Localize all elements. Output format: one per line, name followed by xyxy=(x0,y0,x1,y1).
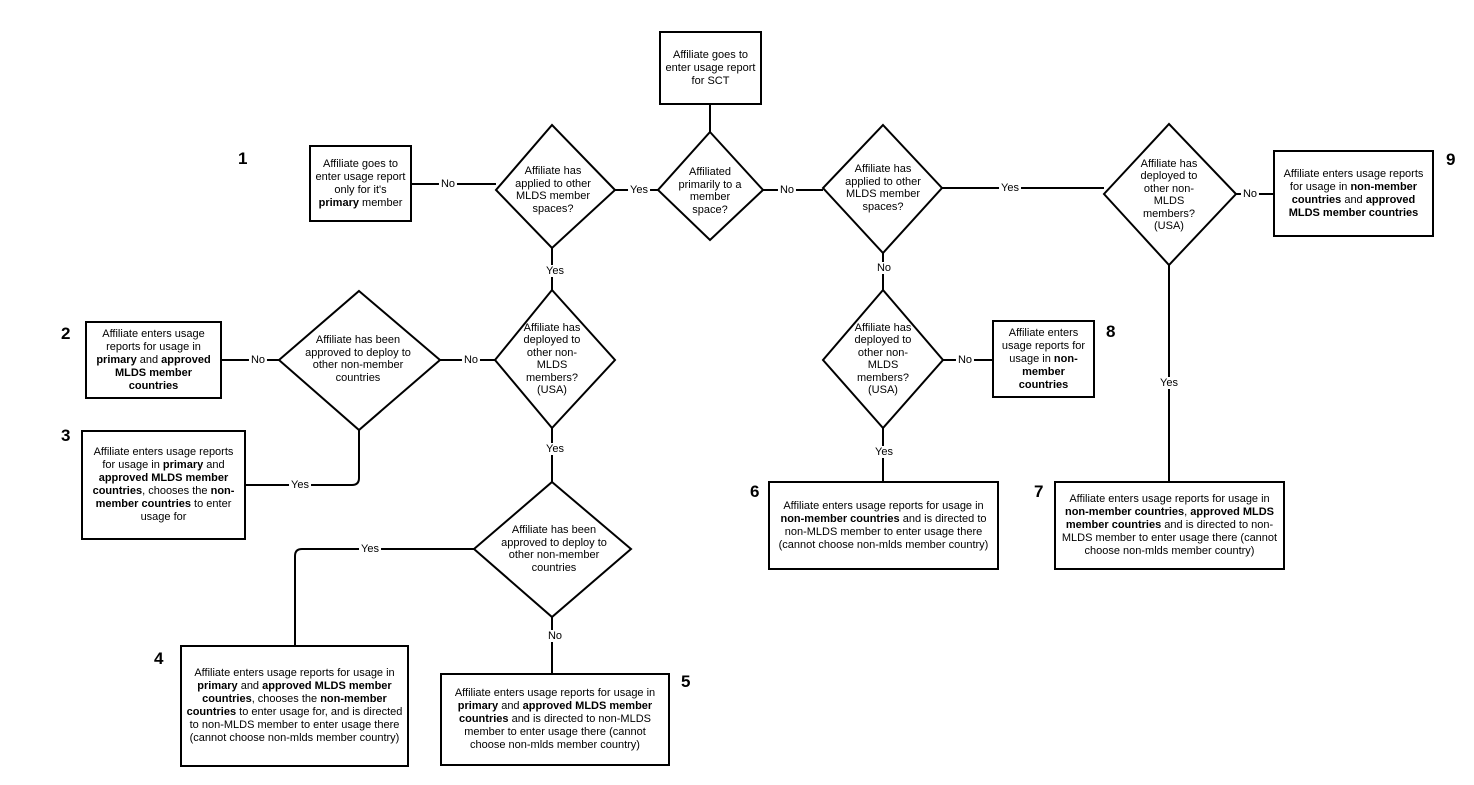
decision-diamond-approved-left xyxy=(277,289,442,432)
outcome-number-6: 6 xyxy=(750,482,760,501)
edge-label-yes: Yes xyxy=(999,182,1021,194)
outcome-box-9: Affiliate enters usage reports for usage… xyxy=(1273,150,1434,237)
decision-approved-left-text: Affiliate has been approved to deploy to… xyxy=(305,334,411,384)
decision-diamond-deployed-mid xyxy=(821,288,945,430)
outcome-number-5: 5 xyxy=(681,672,691,691)
edge-label-no: No xyxy=(461,354,481,366)
edge-label-yes: Yes xyxy=(544,443,566,455)
decision-deployed-left-text: Affiliate has deployed to other non- MLD… xyxy=(523,321,581,397)
start-box: Affiliate goes to enter usage report for… xyxy=(659,31,762,105)
outcome-text-3: Affiliate enters usage reports for usage… xyxy=(92,446,235,523)
outcome-number-4: 4 xyxy=(154,649,164,668)
outcome-text-7: Affiliate enters usage reports for usage… xyxy=(1061,493,1278,557)
decision-diamond-deployed-right xyxy=(1102,122,1238,267)
edge-label-no: No xyxy=(874,262,894,274)
decision-primary-member-text: Affiliated primarily to a member space? xyxy=(678,166,742,216)
decision-approved-bottom-text: Affiliate has been approved to deploy to… xyxy=(501,524,607,574)
decision-diamond-applied-left xyxy=(494,123,617,250)
outcome-text-1: Affiliate goes to enter usage report onl… xyxy=(315,157,406,209)
outcome-box-8: Affiliate enters usage reports for usage… xyxy=(992,320,1095,398)
edge-label-yes: Yes xyxy=(544,265,566,277)
outcome-box-5: Affiliate enters usage reports for usage… xyxy=(440,673,670,766)
decision-diamond-approved-bottom xyxy=(472,480,633,619)
decision-deployed-right-text: Affiliate has deployed to other non- MLD… xyxy=(1140,157,1198,233)
edge-label-yes: Yes xyxy=(359,543,381,555)
outcome-text-5: Affiliate enters usage reports for usage… xyxy=(454,687,656,751)
edge-label-no: No xyxy=(955,354,975,366)
outcome-text-6: Affiliate enters usage reports for usage… xyxy=(778,499,989,551)
outcome-number-7: 7 xyxy=(1034,482,1044,501)
outcome-box-2: Affiliate enters usage reports for usage… xyxy=(85,321,222,399)
outcome-box-1: Affiliate goes to enter usage report onl… xyxy=(309,145,412,222)
outcome-number-2: 2 xyxy=(61,324,71,343)
edge-label-yes: Yes xyxy=(628,184,650,196)
edge-label-no: No xyxy=(545,630,565,642)
edge-label-yes: Yes xyxy=(1158,377,1180,389)
outcome-number-3: 3 xyxy=(61,426,71,445)
decision-deployed-mid-text: Affiliate has deployed to other non- MLD… xyxy=(854,321,912,397)
outcome-text-2: Affiliate enters usage reports for usage… xyxy=(96,327,211,392)
outcome-box-7: Affiliate enters usage reports for usage… xyxy=(1054,481,1285,570)
outcome-number-9: 9 xyxy=(1446,150,1456,169)
outcome-number-8: 8 xyxy=(1106,322,1116,341)
outcome-text-9: Affiliate enters usage reports for usage… xyxy=(1283,167,1424,219)
decision-applied-right-text: Affiliate has applied to other MLDS memb… xyxy=(845,163,921,213)
edge-label-no: No xyxy=(248,354,268,366)
decision-diamond-applied-right xyxy=(821,123,944,255)
outcome-number-1: 1 xyxy=(238,149,248,168)
outcome-box-6: Affiliate enters usage reports for usage… xyxy=(768,481,999,570)
edge-label-no: No xyxy=(438,178,458,190)
decision-diamond-deployed-left xyxy=(493,288,617,430)
outcome-text-4: Affiliate enters usage reports for usage… xyxy=(186,667,403,744)
edge-label-no: No xyxy=(1240,188,1260,200)
outcome-box-4: Affiliate enters usage reports for usage… xyxy=(180,645,409,767)
decision-applied-left-text: Affiliate has applied to other MLDS memb… xyxy=(515,165,591,215)
edge-label-yes: Yes xyxy=(873,446,895,458)
outcome-text-8: Affiliate enters usage reports for usage… xyxy=(1001,326,1086,391)
edge-label-yes: Yes xyxy=(289,479,311,491)
decision-diamond-primary-member xyxy=(656,130,765,242)
start-box-text: Affiliate goes to enter usage report for… xyxy=(665,48,756,87)
outcome-box-3: Affiliate enters usage reports for usage… xyxy=(81,430,246,540)
edge-label-no: No xyxy=(777,184,797,196)
